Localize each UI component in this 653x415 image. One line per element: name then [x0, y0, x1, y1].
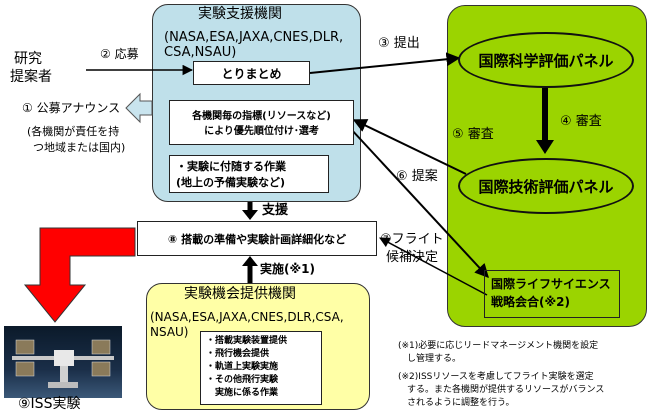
apply-label: ② 応募 — [100, 47, 139, 61]
flight-decision-line1: ⑦フライト — [380, 232, 444, 247]
propose6-arrow — [349, 127, 489, 279]
iss-photo — [4, 326, 122, 398]
implement-arrowhead — [242, 256, 258, 266]
support-org-title: 実験支援機関 — [198, 6, 282, 22]
technical-panel-label: 国際技術評価パネル — [478, 177, 614, 196]
science-panel-label: 国際科学評価パネル — [478, 51, 614, 70]
iss-station-icon — [12, 339, 114, 388]
note2-line2: する。また各機関が提供するリソースがバランス — [407, 385, 605, 395]
propose6-label: ⑥ 提案 — [396, 169, 438, 184]
provider-item: ・搭載実験装置提供 — [206, 336, 288, 346]
technical-panel-oval: 国際技術評価パネル — [458, 158, 634, 214]
note2-line3: されるように調整を行う。 — [407, 398, 515, 408]
flight-decision-arrow — [379, 237, 488, 296]
iss-label: ⑨ISS実験 — [18, 396, 81, 412]
review4-label: ④ 審査 — [560, 114, 602, 129]
submit-arrow — [309, 52, 461, 74]
provider-org-members-line2: NSAU) — [150, 325, 189, 339]
provider-item: 実施に係る作業 — [215, 388, 279, 399]
note1-line1: (※1)必要に応じリードマネージメント機関を設定 — [398, 341, 599, 351]
priority-line2: により優先順位付け･選考 — [204, 126, 319, 137]
support-org-members-line1: (NASA,ESA,JAXA,CNES,DLR, — [164, 30, 344, 45]
review5-arrow — [352, 119, 467, 175]
compile-label: とりまとめ — [221, 66, 282, 81]
researcher-line1: 研究 — [14, 51, 42, 67]
provider-item: ・軌道上実験実施 — [206, 362, 279, 373]
strategy-line2: 戦略会合(※2) — [491, 295, 570, 309]
prep-label: ⑧ 搭載の準備や実験計画詳細化など — [167, 232, 347, 246]
strategy-meeting-box: 国際ライフサイエンス 戦略会合(※2) — [484, 270, 620, 318]
ground-work-box: ・実験に付随する作業 (地上の予備実験など) — [169, 155, 329, 193]
review5-label: ⑤ 審査 — [452, 127, 494, 142]
strategy-line1: 国際ライフサイエンス — [491, 277, 611, 291]
note2-line1: (※2)ISSリソースを考慮してフライト実験を選定 — [398, 372, 594, 382]
science-panel-oval: 国際科学評価パネル — [458, 32, 634, 88]
iss-red-arrow — [23, 227, 136, 323]
support-label: 支援 — [262, 203, 289, 218]
prep-box: ⑧ 搭載の準備や実験計画詳細化など — [137, 221, 377, 256]
researcher-line2: 提案者 — [10, 69, 52, 85]
implement-label: 実施(※1) — [260, 262, 315, 276]
provider-item: ・飛行機会提供 — [206, 349, 270, 360]
provider-org-title: 実験機会提供機関 — [184, 286, 296, 302]
ground-line1: ・実験に付随する作業 — [176, 160, 286, 173]
note1-line2: し管理する。 — [407, 354, 462, 364]
announce-arrow — [125, 92, 153, 124]
provider-item: ・その他飛行実験 — [206, 375, 279, 386]
ground-line2: (地上の予備実験など) — [176, 175, 286, 189]
support-arrowhead — [242, 210, 258, 220]
priority-line1: 各機関毎の指標(リソースなど) — [192, 111, 331, 122]
compile-box: とりまとめ — [193, 61, 310, 85]
provider-org-members-line1: (NASA,ESA,JAXA,CNES,DLR,CSA, — [150, 310, 344, 324]
review4-arrowhead — [536, 140, 554, 154]
priority-box: 各機関毎の指標(リソースなど) により優先順位付け･選考 — [169, 100, 354, 145]
flight-decision-line2: 候補決定 — [386, 250, 439, 265]
announce-note-line1: (各機関が責任を持 — [27, 125, 120, 138]
provider-items-box: ・搭載実験装置提供 ・飛行機会提供 ・軌道上実験実施 ・その他飛行実験 実施に係… — [200, 331, 322, 405]
submit-label: ③ 提出 — [378, 36, 420, 51]
support-org-members-line2: CSA,NSAU) — [164, 45, 237, 60]
announce-label: ① 公募アナウンス — [22, 101, 121, 115]
announce-note-line2: つ地域または国内) — [33, 141, 126, 154]
